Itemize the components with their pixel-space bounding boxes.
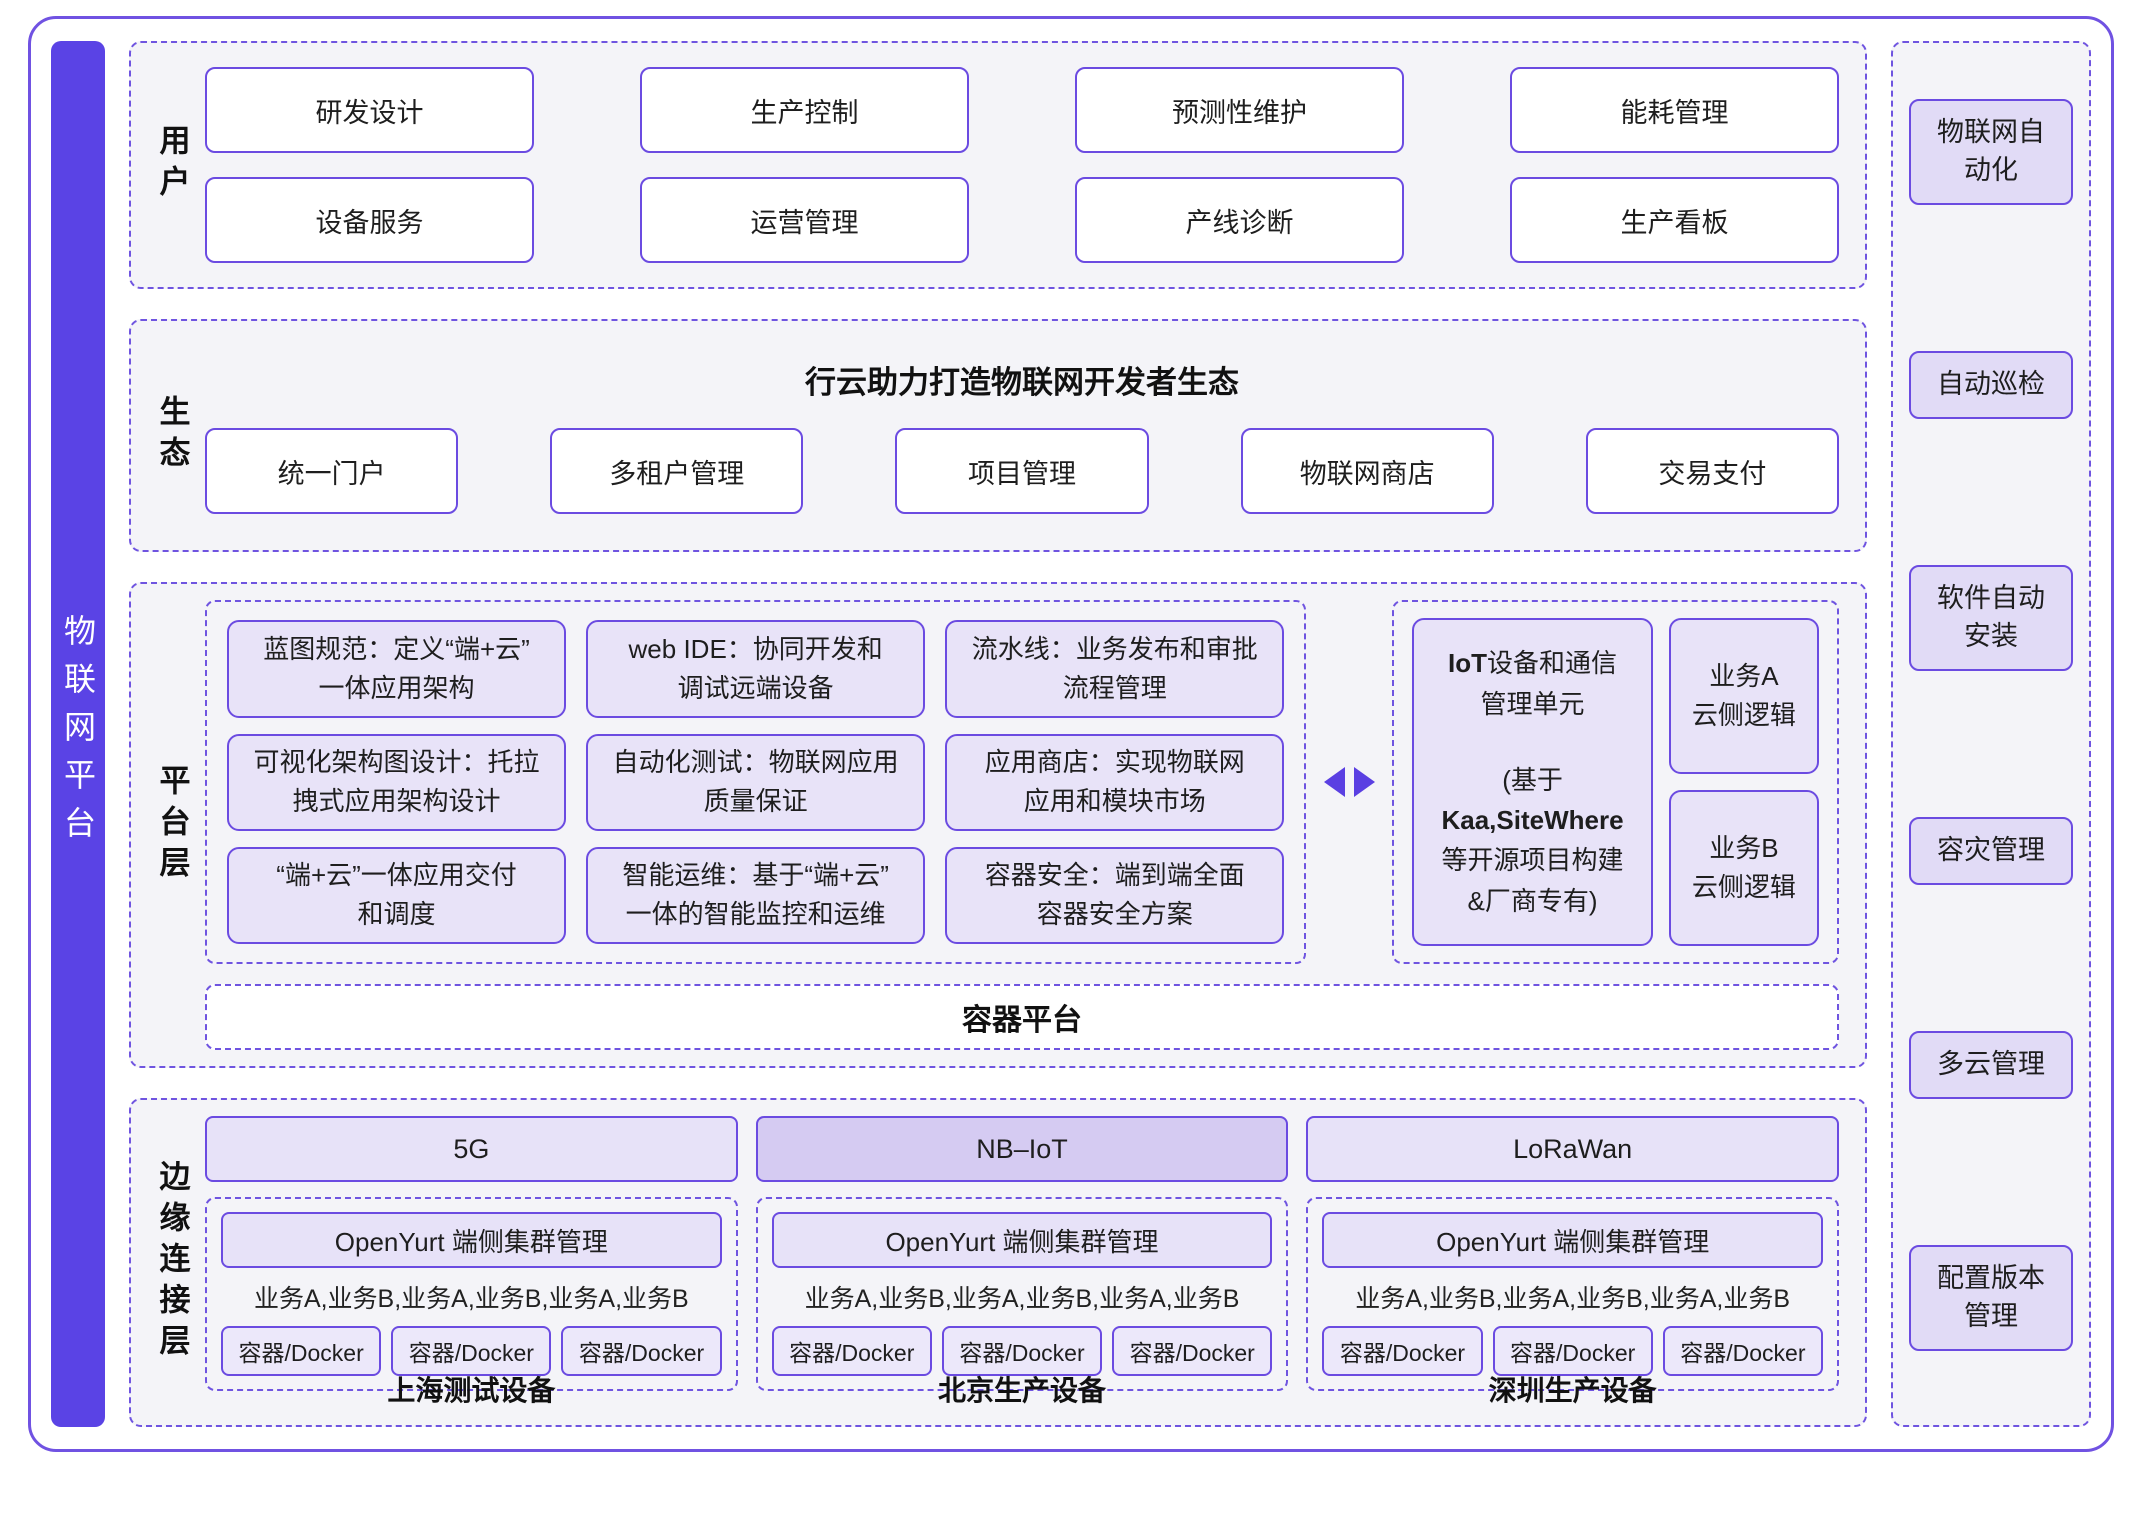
user-box-production-dashboard: 生产看板 <box>1510 177 1839 264</box>
cloud-logic-box-b: 业务B 云侧逻辑 <box>1668 790 1819 947</box>
docker-box: 容器/Docker <box>221 1326 382 1377</box>
rail-box-multi-cloud: 多云管理 <box>1909 1031 2073 1100</box>
users-grid: 研发设计 生产控制 预测性维护 能耗管理 设备服务 运营管理 产线诊断 生产看板 <box>205 59 1839 271</box>
docker-box: 容器/Docker <box>941 1326 1103 1377</box>
services-text: 业务A,业务B,业务A,业务B,业务A,业务B <box>1355 1285 1791 1314</box>
user-box-energy-management: 能耗管理 <box>1510 67 1839 154</box>
docker-row: 容器/Docker 容器/Docker 容器/Docker <box>1322 1326 1823 1377</box>
iot-unit-detail-open: (基于 <box>1502 764 1563 795</box>
docker-box: 容器/Docker <box>1322 1326 1483 1377</box>
eco-box-multi-tenant: 多租户管理 <box>550 428 804 515</box>
arrow-right-icon <box>1353 767 1375 798</box>
docker-box: 容器/Docker <box>391 1326 552 1377</box>
docker-row: 容器/Docker 容器/Docker 容器/Docker <box>221 1326 722 1377</box>
section-users-label: 用户 <box>154 124 190 207</box>
cap-box-pipeline: 流水线：业务发布和审批 流程管理 <box>945 620 1285 718</box>
cap-box-container-security: 容器安全：端到端全面 容器安全方案 <box>945 846 1285 945</box>
ops-rail: 物联网自 动化 自动巡检 软件自动 安装 容灾管理 多云管理 配置版本 管理 <box>1891 41 2091 1427</box>
iot-unit-detail-line3: &厂商专有) <box>1467 885 1598 916</box>
device-label-shanghai: 上海测试设备 <box>387 1375 556 1406</box>
iot-unit-box: IoT设备和通信 管理单元 (基于 Kaa,SiteWhere 等开源项目构建 … <box>1412 618 1653 947</box>
cloud-logic-box-a: 业务A 云侧逻辑 <box>1668 618 1819 775</box>
diagram-frame: 物联网平台 用户 研发设计 生产控制 预测性维护 能耗管理 设备服务 运营管理 … <box>28 16 2114 1452</box>
ecosystem-grid: 统一门户 多租户管理 项目管理 物联网商店 交易支付 <box>205 428 1839 515</box>
cap-box-app-store: 应用商店：实现物联网 应用和模块市场 <box>945 733 1285 831</box>
user-box-line-diagnosis: 产线诊断 <box>1075 177 1404 264</box>
eco-box-project-management: 项目管理 <box>895 428 1149 515</box>
platform-body: 蓝图规范：定义“端+云” 一体应用架构 web IDE：协同开发和 调试远端设备… <box>205 600 1839 1051</box>
connectivity-row: 5G NB–IoT LoRaWan <box>205 1116 1839 1183</box>
user-box-device-service: 设备服务 <box>205 177 534 264</box>
arrow-left-icon <box>1323 767 1345 798</box>
eco-box-payment: 交易支付 <box>1585 428 1839 515</box>
section-edge-label: 边缘连接层 <box>154 1160 190 1366</box>
conn-box-nb-iot: NB–IoT <box>755 1116 1289 1183</box>
sync-arrows <box>1306 600 1392 964</box>
rail-box-iot-automation: 物联网自 动化 <box>1909 99 2073 205</box>
platform-top-row: 蓝图规范：定义“端+云” 一体应用架构 web IDE：协同开发和 调试远端设备… <box>205 600 1839 965</box>
ecosystem-title: 行云助力打造物联网开发者生态 <box>805 365 1239 401</box>
section-users: 用户 研发设计 生产控制 预测性维护 能耗管理 设备服务 运营管理 产线诊断 生… <box>129 41 1867 290</box>
container-platform-bar: 容器平台 <box>205 984 1839 1051</box>
edge-group-shenzhen: OpenYurt 端侧集群管理 业务A,业务B,业务A,业务B,业务A,业务B … <box>1306 1197 1839 1392</box>
platform-capabilities-group: 蓝图规范：定义“端+云” 一体应用架构 web IDE：协同开发和 调试远端设备… <box>205 600 1307 965</box>
cap-box-app-delivery: “端+云”一体应用交付 和调度 <box>227 846 567 945</box>
rail-box-disaster-recovery: 容灾管理 <box>1909 817 2073 885</box>
openyurt-cluster-box: OpenYurt 端侧集群管理 <box>771 1212 1273 1269</box>
edge-group-shanghai: OpenYurt 端侧集群管理 业务A,业务B,业务A,业务B,业务A,业务B … <box>205 1197 738 1392</box>
main-column: 用户 研发设计 生产控制 预测性维护 能耗管理 设备服务 运营管理 产线诊断 生… <box>129 41 1867 1427</box>
section-ecosystem: 生态 行云助力打造物联网开发者生态 统一门户 多租户管理 项目管理 物联网商店 … <box>129 319 1867 553</box>
cap-box-visual-architecture: 可视化架构图设计：托拉 拽式应用架构设计 <box>227 733 567 831</box>
cap-box-automated-testing: 自动化测试：物联网应用 质量保证 <box>586 733 926 831</box>
rail-box-auto-inspection: 自动巡检 <box>1909 350 2073 419</box>
conn-box-5g: 5G <box>205 1116 738 1183</box>
edge-groups-row: OpenYurt 端侧集群管理 业务A,业务B,业务A,业务B,业务A,业务B … <box>205 1197 1839 1392</box>
user-box-operations-management: 运营管理 <box>640 177 969 264</box>
conn-box-lorawan: LoRaWan <box>1306 1116 1839 1183</box>
iot-unit-detail-line2: 等开源项目构建 <box>1441 845 1624 876</box>
section-edge: 边缘连接层 5G NB–IoT LoRaWan OpenYurt 端侧集群管理 … <box>129 1098 1867 1427</box>
device-label-shenzhen: 深圳生产设备 <box>1488 1375 1657 1406</box>
cap-box-web-ide: web IDE：协同开发和 调试远端设备 <box>586 620 926 718</box>
docker-box: 容器/Docker <box>771 1326 932 1377</box>
docker-box: 容器/Docker <box>1492 1326 1653 1377</box>
ecosystem-body: 行云助力打造物联网开发者生态 统一门户 多租户管理 项目管理 物联网商店 交易支… <box>205 337 1839 534</box>
cap-box-blueprint: 蓝图规范：定义“端+云” 一体应用架构 <box>227 620 567 718</box>
docker-row: 容器/Docker 容器/Docker 容器/Docker <box>771 1326 1273 1377</box>
iot-management-group: IoT设备和通信 管理单元 (基于 Kaa,SiteWhere 等开源项目构建 … <box>1392 600 1839 965</box>
services-text: 业务A,业务B,业务A,业务B,业务A,业务B <box>804 1285 1240 1314</box>
device-label-beijing: 北京生产设备 <box>937 1375 1106 1406</box>
eco-box-iot-store: 物联网商店 <box>1240 428 1494 515</box>
cap-box-intelligent-ops: 智能运维：基于“端+云” 一体的智能监控和运维 <box>586 846 926 945</box>
openyurt-cluster-box: OpenYurt 端侧集群管理 <box>221 1212 722 1269</box>
platform-banner: 物联网平台 <box>51 41 105 1427</box>
iot-unit-detail-brands: Kaa,SiteWhere <box>1441 805 1624 836</box>
section-ecosystem-label: 生态 <box>154 394 190 477</box>
edge-group-beijing: OpenYurt 端侧集群管理 业务A,业务B,业务A,业务B,业务A,业务B … <box>755 1197 1289 1392</box>
user-box-rd-design: 研发设计 <box>205 67 534 154</box>
docker-box: 容器/Docker <box>561 1326 722 1377</box>
docker-box: 容器/Docker <box>1662 1326 1823 1377</box>
rail-box-software-auto-install: 软件自动 安装 <box>1909 565 2073 671</box>
section-platform-label: 平台层 <box>154 763 190 887</box>
docker-box: 容器/Docker <box>1112 1326 1273 1377</box>
section-platform: 平台层 蓝图规范：定义“端+云” 一体应用架构 web IDE：协同开发和 调试… <box>129 582 1867 1069</box>
openyurt-cluster-box: OpenYurt 端侧集群管理 <box>1322 1212 1823 1269</box>
edge-body: 5G NB–IoT LoRaWan OpenYurt 端侧集群管理 业务A,业务… <box>205 1116 1839 1409</box>
rail-box-config-version: 配置版本 管理 <box>1909 1245 2073 1351</box>
user-box-predictive-maintenance: 预测性维护 <box>1075 67 1404 154</box>
platform-banner-label: 物联网平台 <box>60 614 96 854</box>
iot-unit-name-line2: 管理单元 <box>1480 688 1585 719</box>
iot-unit-name-line1: IoT设备和通信 <box>1448 648 1618 679</box>
user-box-production-control: 生产控制 <box>640 67 969 154</box>
device-labels-row: 上海测试设备 北京生产设备 深圳生产设备 <box>205 1369 1839 1409</box>
eco-box-unified-portal: 统一门户 <box>205 428 459 515</box>
services-text: 业务A,业务B,业务A,业务B,业务A,业务B <box>253 1285 689 1314</box>
